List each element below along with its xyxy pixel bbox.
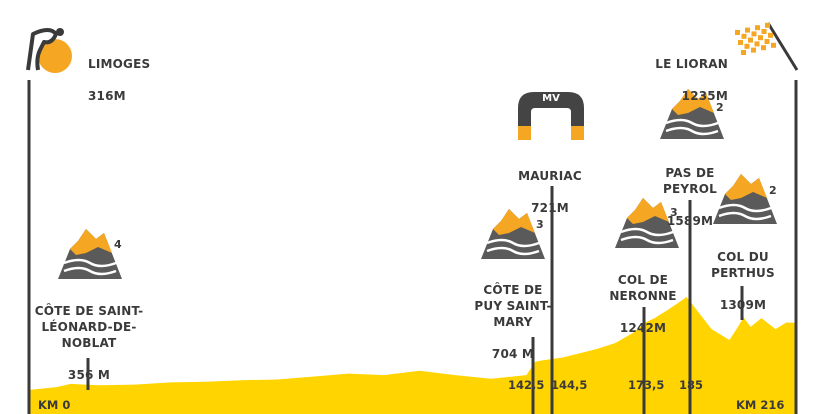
marker-posts bbox=[27, 80, 798, 414]
climb-name: PAS DE PEYROL bbox=[663, 166, 717, 196]
km-marker-label: 144,5 bbox=[551, 378, 588, 392]
climb-label-1: CÔTE DE SAINT- LÉONARD-DE- NOBLAT 356 M bbox=[24, 287, 154, 399]
climb-label-5: COL DU PERTHUS 1309M bbox=[698, 233, 788, 329]
intermediate-label: MAURIAC 721M bbox=[505, 152, 595, 232]
intermediate-name: MAURIAC bbox=[518, 169, 582, 183]
finish-altitude: 1235M bbox=[681, 89, 728, 103]
sprint-logo-text: MV bbox=[542, 93, 560, 104]
climb-name: COL DE NERONNE bbox=[609, 273, 677, 303]
finish-label: LE LIORAN 1235M bbox=[640, 40, 728, 120]
climb-altitude: 1589M bbox=[666, 214, 714, 228]
intermediate-altitude: 721M bbox=[531, 201, 569, 215]
climb-category-3: 3 bbox=[670, 206, 678, 219]
start-altitude: 316M bbox=[88, 89, 126, 103]
climb-label-2: CÔTE DE PUY SAINT- MARY 704 M bbox=[463, 266, 563, 378]
start-logo-icon bbox=[26, 28, 72, 73]
climb-name: CÔTE DE PUY SAINT- MARY bbox=[474, 283, 552, 329]
climb-name: CÔTE DE SAINT- LÉONARD-DE- NOBLAT bbox=[34, 304, 144, 350]
climb-altitude: 1242M bbox=[619, 321, 667, 335]
climb-category-1: 4 bbox=[114, 238, 122, 251]
climb-category-2: 3 bbox=[536, 218, 544, 231]
finish-name: LE LIORAN bbox=[655, 57, 728, 71]
elevation-profile-area bbox=[28, 297, 797, 414]
mountain-icon bbox=[660, 89, 724, 139]
km-marker-label: 185 bbox=[679, 378, 704, 392]
km-marker-label: 142,5 bbox=[508, 378, 545, 392]
climb-label-3: COL DE NERONNE 1242M bbox=[598, 256, 688, 352]
climb-altitude: 356 M bbox=[67, 368, 111, 382]
km-marker-label: 173,5 bbox=[628, 378, 665, 392]
checkered-flag-icon bbox=[735, 22, 799, 71]
climb-category-5: 2 bbox=[769, 184, 777, 197]
climb-altitude: 704 M bbox=[491, 347, 535, 361]
mountain-icon bbox=[615, 198, 679, 248]
climb-altitude: 1309M bbox=[719, 298, 767, 312]
climb-label-4: PAS DE PEYROL 1589M bbox=[645, 149, 735, 245]
climb-category-4: 2 bbox=[716, 101, 724, 114]
mountain-icon bbox=[481, 209, 545, 259]
mountain-icon bbox=[58, 229, 122, 279]
mountain-icon bbox=[713, 174, 777, 224]
axis-start-label: KM 0 bbox=[38, 398, 71, 412]
start-label: LIMOGES 316M bbox=[88, 40, 150, 120]
axis-end-label: KM 216 bbox=[736, 398, 785, 412]
climb-name: COL DU PERTHUS bbox=[711, 250, 775, 280]
climb-icons bbox=[58, 89, 777, 279]
start-name: LIMOGES bbox=[88, 57, 151, 71]
arch-icon bbox=[518, 92, 584, 140]
